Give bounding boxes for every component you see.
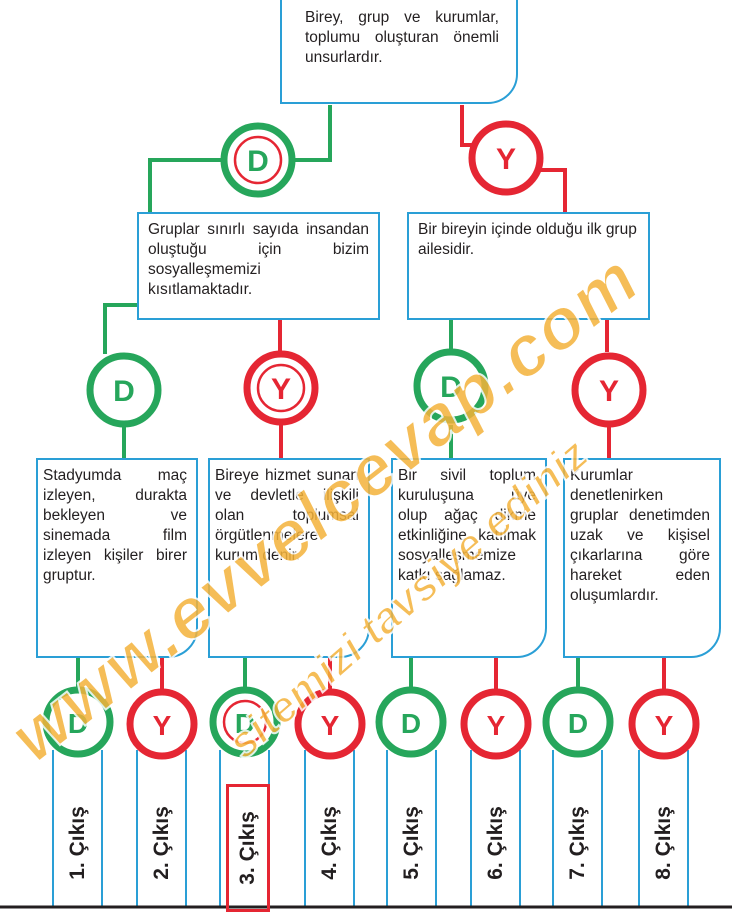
badge-y-exit8: Y (628, 688, 700, 760)
statement-b1-text: Stadyumda maç izleyen, durakta bekleyen … (43, 467, 187, 584)
exit-label-1: 1. Çıkış (66, 806, 90, 880)
exit-label-6: 6. Çıkış (484, 806, 508, 880)
svg-text:Y: Y (321, 710, 340, 741)
svg-text:Y: Y (153, 710, 172, 741)
exit-label-7: 7. Çıkış (566, 806, 590, 880)
svg-text:D: D (568, 708, 588, 739)
statement-b3-text: Bir sivil toplum kuruluşuna üye olup ağa… (398, 467, 536, 584)
badge-d-level2-3: D (413, 348, 489, 424)
statement-b4: Kurumlar denetlenirken gruplar denetimde… (563, 458, 721, 658)
exit-label-2: 2. Çıkış (150, 806, 174, 880)
connector (538, 168, 567, 212)
svg-text:Y: Y (271, 373, 291, 406)
svg-text:D: D (247, 145, 269, 178)
connector (293, 105, 332, 162)
connector (148, 158, 222, 212)
statement-left-text: Gruplar sınırlı sayıda insandan oluştuğu… (148, 221, 369, 298)
svg-text:Y: Y (599, 375, 619, 408)
badge-d-level1: D (220, 122, 296, 198)
exit-label-4: 4. Çıkış (318, 806, 342, 880)
statement-b3: Bir sivil toplum kuruluşuna üye olup ağa… (391, 458, 547, 658)
statement-right-text: Bir bireyin içinde olduğu ilk grup ailes… (418, 221, 637, 258)
statement-b2: Bireye hizmet sunan ve devletle ilişkili… (208, 458, 370, 658)
statement-left: Gruplar sınırlı sayıda insandan oluştuğu… (137, 212, 380, 320)
exit-label-5: 5. Çıkış (400, 806, 424, 880)
statement-right: Bir bireyin içinde olduğu ilk grup ailes… (407, 212, 650, 320)
svg-text:Y: Y (496, 143, 516, 176)
connector (103, 303, 137, 354)
badge-y-level1: Y (468, 120, 544, 196)
badge-y-exit4: Y (294, 688, 366, 760)
badge-y-exit2: Y (126, 688, 198, 760)
badge-d-exit5: D (375, 686, 447, 758)
badge-y-level2-4: Y (571, 352, 647, 428)
svg-text:D: D (68, 708, 88, 739)
badge-d-exit7: D (542, 686, 614, 758)
badge-y-level2-2: Y (243, 350, 319, 426)
svg-text:Y: Y (487, 710, 506, 741)
statement-b2-text: Bireye hizmet sunan ve devletle ilişkili… (215, 467, 359, 564)
exit-label-8: 8. Çıkış (652, 806, 676, 880)
statement-top-text: Birey, grup ve kurumlar, toplumu oluştur… (305, 9, 499, 66)
statement-b1: Stadyumda maç izleyen, durakta bekleyen … (36, 458, 198, 658)
svg-text:D: D (401, 708, 421, 739)
badge-y-exit6: Y (460, 688, 532, 760)
svg-text:D: D (235, 708, 255, 739)
svg-text:D: D (113, 375, 135, 408)
badge-d-exit1: D (42, 686, 114, 758)
statement-b4-text: Kurumlar denetlenirken gruplar denetimde… (570, 467, 710, 604)
svg-text:Y: Y (655, 710, 674, 741)
exit-label-3-selected: 3. Çıkış (226, 784, 270, 912)
statement-top: Birey, grup ve kurumlar, toplumu oluştur… (280, 0, 518, 104)
svg-text:D: D (440, 371, 462, 404)
badge-d-level2-1: D (86, 352, 162, 428)
badge-d-exit3: D (209, 686, 281, 758)
